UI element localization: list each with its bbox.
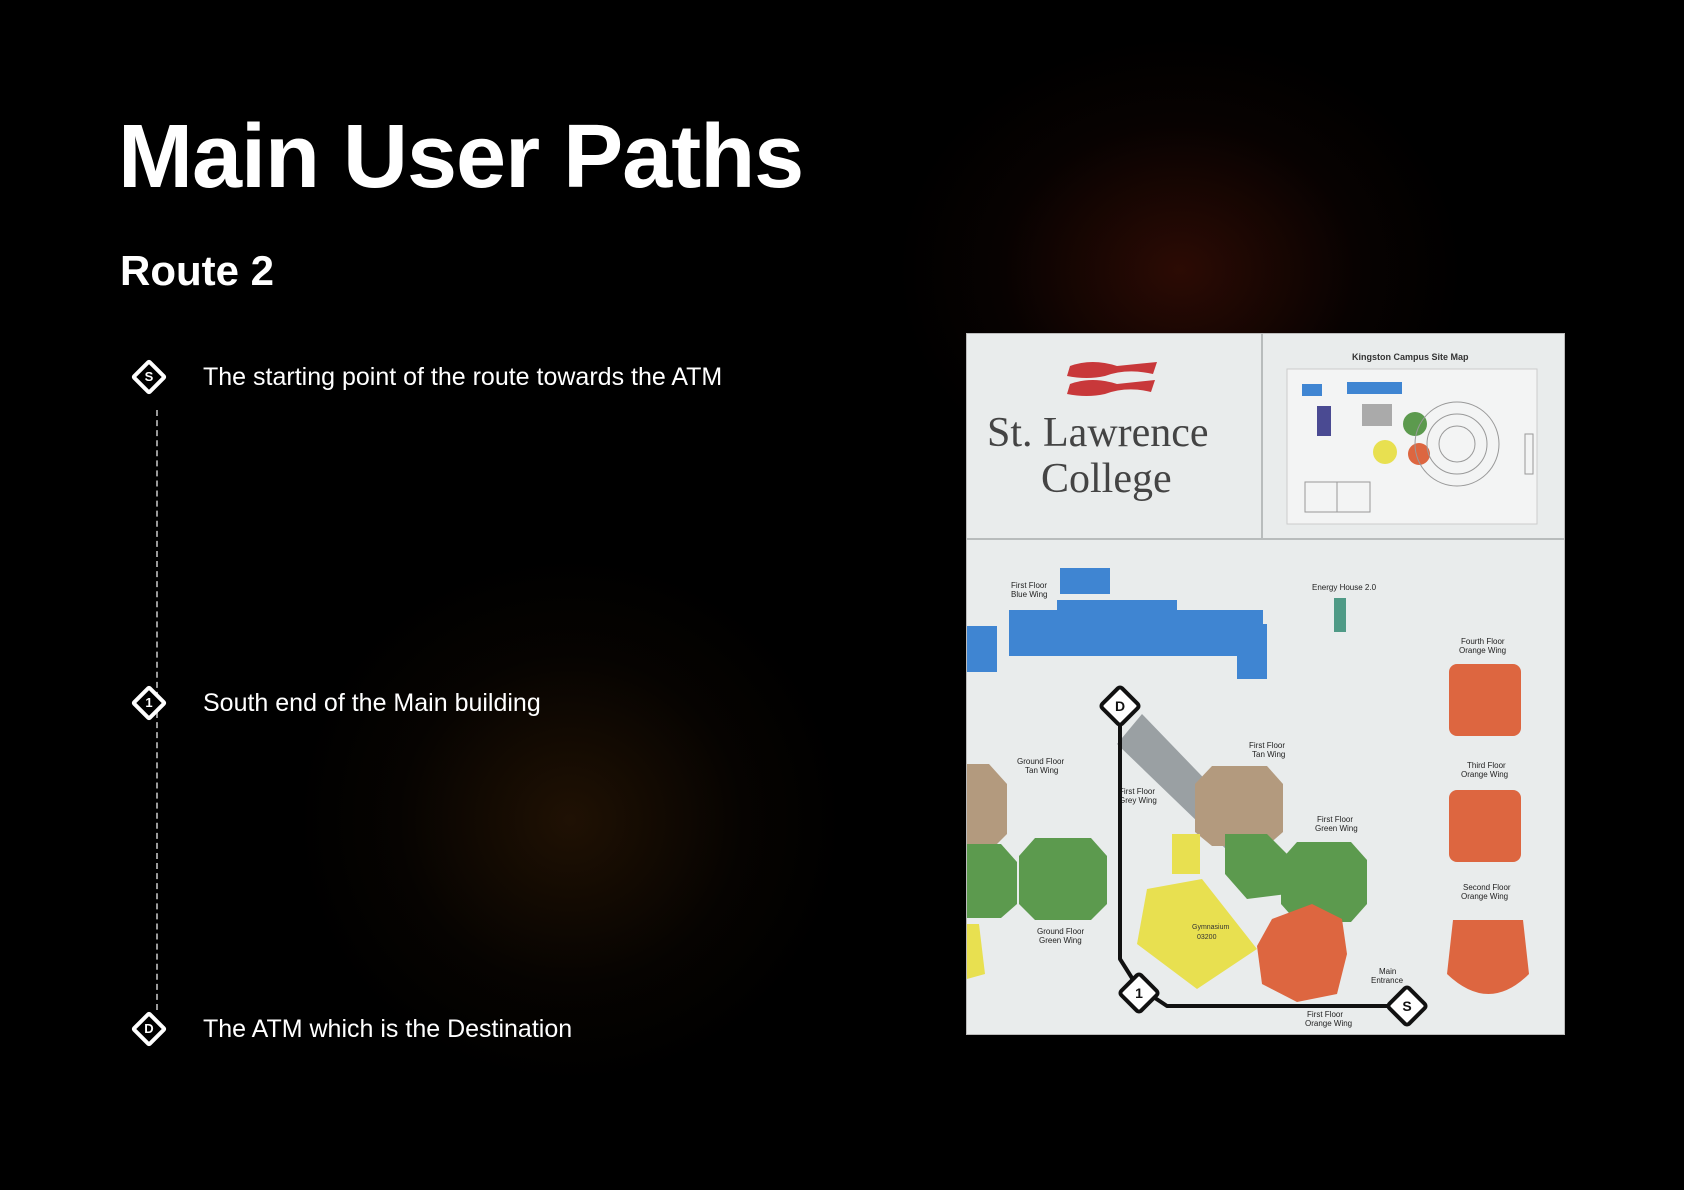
college-logo: St. Lawrence College xyxy=(987,362,1209,502)
ground-green-label-2: Green Wing xyxy=(1039,936,1082,945)
step-destination-text: The ATM which is the Destination xyxy=(203,1014,573,1043)
logo-line2: College xyxy=(1041,456,1172,502)
main-entrance-label-2: Entrance xyxy=(1371,976,1404,985)
blue-wing-label-2: Blue Wing xyxy=(1011,590,1047,599)
ground-tan-label-1: Ground Floor xyxy=(1017,757,1064,766)
fourth-floor-label-1: Fourth Floor xyxy=(1461,637,1505,646)
step-waypoint-text: South end of the Main building xyxy=(203,688,541,717)
grey-wing-label-1: First Floor xyxy=(1119,787,1155,796)
green-wing-label-1: First Floor xyxy=(1317,815,1353,824)
tan-wing-label-1: First Floor xyxy=(1249,741,1285,750)
gym-label: Gymnasium xyxy=(1192,924,1230,931)
energy-house-label: Energy House 2.0 xyxy=(1312,583,1377,592)
third-floor-label-2: Orange Wing xyxy=(1461,770,1508,779)
start-marker-label: S xyxy=(144,369,154,384)
step-waypoint-1: 1 South end of the Main building xyxy=(130,684,541,722)
tan-wing-label-2: Tan Wing xyxy=(1252,750,1285,759)
map-waypoint-label: 1 xyxy=(1135,985,1143,1001)
map-start-marker: S xyxy=(1386,985,1428,1027)
step-start: S The starting point of the route toward… xyxy=(130,358,723,396)
green-wings: First Floor Green Wing Ground Floor Gree… xyxy=(967,815,1367,945)
orange-wing-label-2: Orange Wing xyxy=(1305,1019,1352,1028)
logo-line1: St. Lawrence xyxy=(987,410,1209,456)
orange-wing-floors: Fourth Floor Orange Wing Third Floor Ora… xyxy=(1447,637,1529,994)
second-floor-label-2: Orange Wing xyxy=(1461,892,1508,901)
second-floor-label-1: Second Floor xyxy=(1463,883,1511,892)
third-floor-label-1: Third Floor xyxy=(1467,761,1506,770)
page-title: Main User Paths xyxy=(118,107,804,207)
map-start-label: S xyxy=(1402,998,1411,1014)
ground-tan-label-2: Tan Wing xyxy=(1025,766,1058,775)
site-map-title: Kingston Campus Site Map xyxy=(1352,352,1469,362)
orange-wing-main xyxy=(1257,904,1347,1002)
map-destination-marker: D xyxy=(1099,685,1141,727)
route-subtitle: Route 2 xyxy=(120,247,275,294)
site-map-inset: Kingston Campus Site Map xyxy=(1286,352,1538,525)
grey-wing-label-2: Grey Wing xyxy=(1119,796,1157,805)
map-waypoint-marker: 1 xyxy=(1118,972,1160,1014)
background-glow-bottom xyxy=(300,560,840,1080)
green-wing-label-2: Green Wing xyxy=(1315,824,1358,833)
orange-wing-label-1: First Floor xyxy=(1307,1010,1343,1019)
step-destination: D The ATM which is the Destination xyxy=(130,1010,573,1048)
campus-map: St. Lawrence College Kingston Campus Sit… xyxy=(967,334,1564,1034)
main-entrance-label-1: Main xyxy=(1379,967,1396,976)
waypoint-marker-label: 1 xyxy=(145,695,153,710)
ground-green-label-1: Ground Floor xyxy=(1037,927,1084,936)
gymnasium: Gymnasium 03200 xyxy=(967,834,1257,989)
energy-house xyxy=(1334,598,1346,632)
fourth-floor-label-2: Orange Wing xyxy=(1459,646,1506,655)
blue-wing-label-1: First Floor xyxy=(1011,581,1047,590)
waypoint-marker-icon: 1 xyxy=(130,684,168,722)
gym-room-label: 03200 xyxy=(1197,934,1217,941)
tan-wings: First Floor Tan Wing Ground Floor Tan Wi… xyxy=(967,741,1285,852)
start-marker-icon: S xyxy=(130,358,168,396)
step-start-text: The starting point of the route towards … xyxy=(203,362,723,391)
destination-marker-icon: D xyxy=(130,1010,168,1048)
blue-wing: First Floor Blue Wing xyxy=(967,568,1267,679)
destination-marker-label: D xyxy=(144,1021,154,1036)
map-destination-label: D xyxy=(1115,698,1125,714)
